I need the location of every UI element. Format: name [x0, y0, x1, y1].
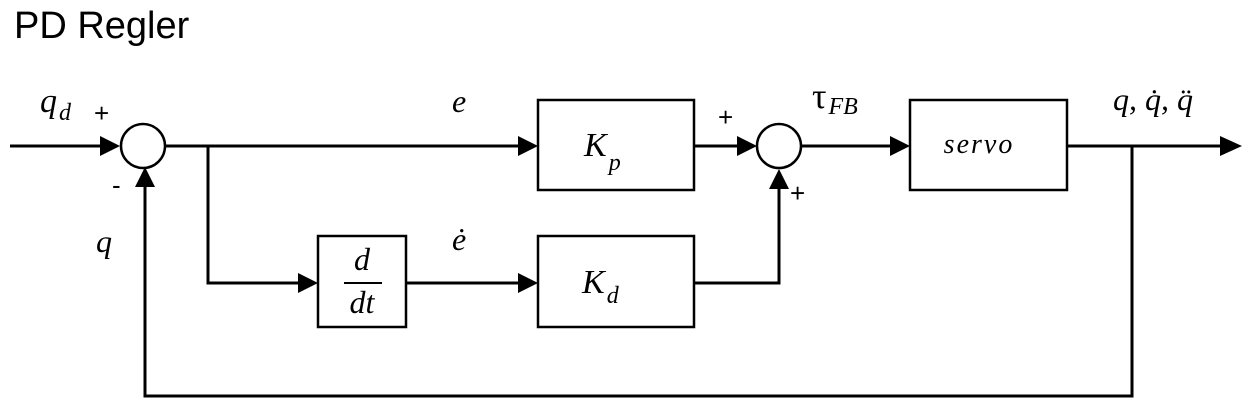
sum1-minus-sign: - [112, 170, 121, 200]
sum2-input-arrowhead [737, 136, 757, 156]
servo-block [908, 98, 1069, 192]
kd-block [536, 234, 696, 329]
summing-junction-output [755, 122, 803, 170]
servo-input-arrowhead [890, 136, 910, 156]
page-title: PD Regler [14, 5, 190, 47]
error-label: e [452, 83, 466, 119]
kp-input-arrowhead [518, 136, 538, 156]
ddt-input-arrowhead [298, 273, 318, 293]
derivative-branch-wire [206, 146, 302, 285]
summing-junction-error [119, 122, 167, 170]
derivative-denominator: dt [350, 284, 376, 320]
error-derivative-label: ė [452, 221, 466, 257]
feedback-arrowhead [135, 167, 155, 187]
sum2-bottom-arrowhead [769, 169, 789, 189]
feedback-label: q [96, 223, 112, 259]
kp-block [536, 98, 696, 192]
kd-label: Kd [581, 264, 620, 309]
sum1-plus-sign: + [94, 98, 109, 128]
derivative-numerator: d [354, 241, 371, 277]
kd-output-wire [694, 188, 781, 285]
output-label: q, q̇, q̈ [1113, 81, 1193, 117]
output-arrowhead [1220, 136, 1242, 156]
kd-input-arrowhead [518, 273, 538, 293]
input-arrowhead [100, 136, 120, 156]
feedback-wire [143, 146, 1134, 398]
tau-label: τFB [812, 76, 858, 120]
sum2-plus-bottom-sign: + [790, 178, 805, 208]
derivative-block [316, 234, 408, 329]
servo-label: servo [944, 129, 1015, 160]
input-label: qd [40, 83, 72, 126]
sum2-plus-top-sign: + [718, 102, 733, 132]
kp-label: Kp [583, 127, 621, 176]
